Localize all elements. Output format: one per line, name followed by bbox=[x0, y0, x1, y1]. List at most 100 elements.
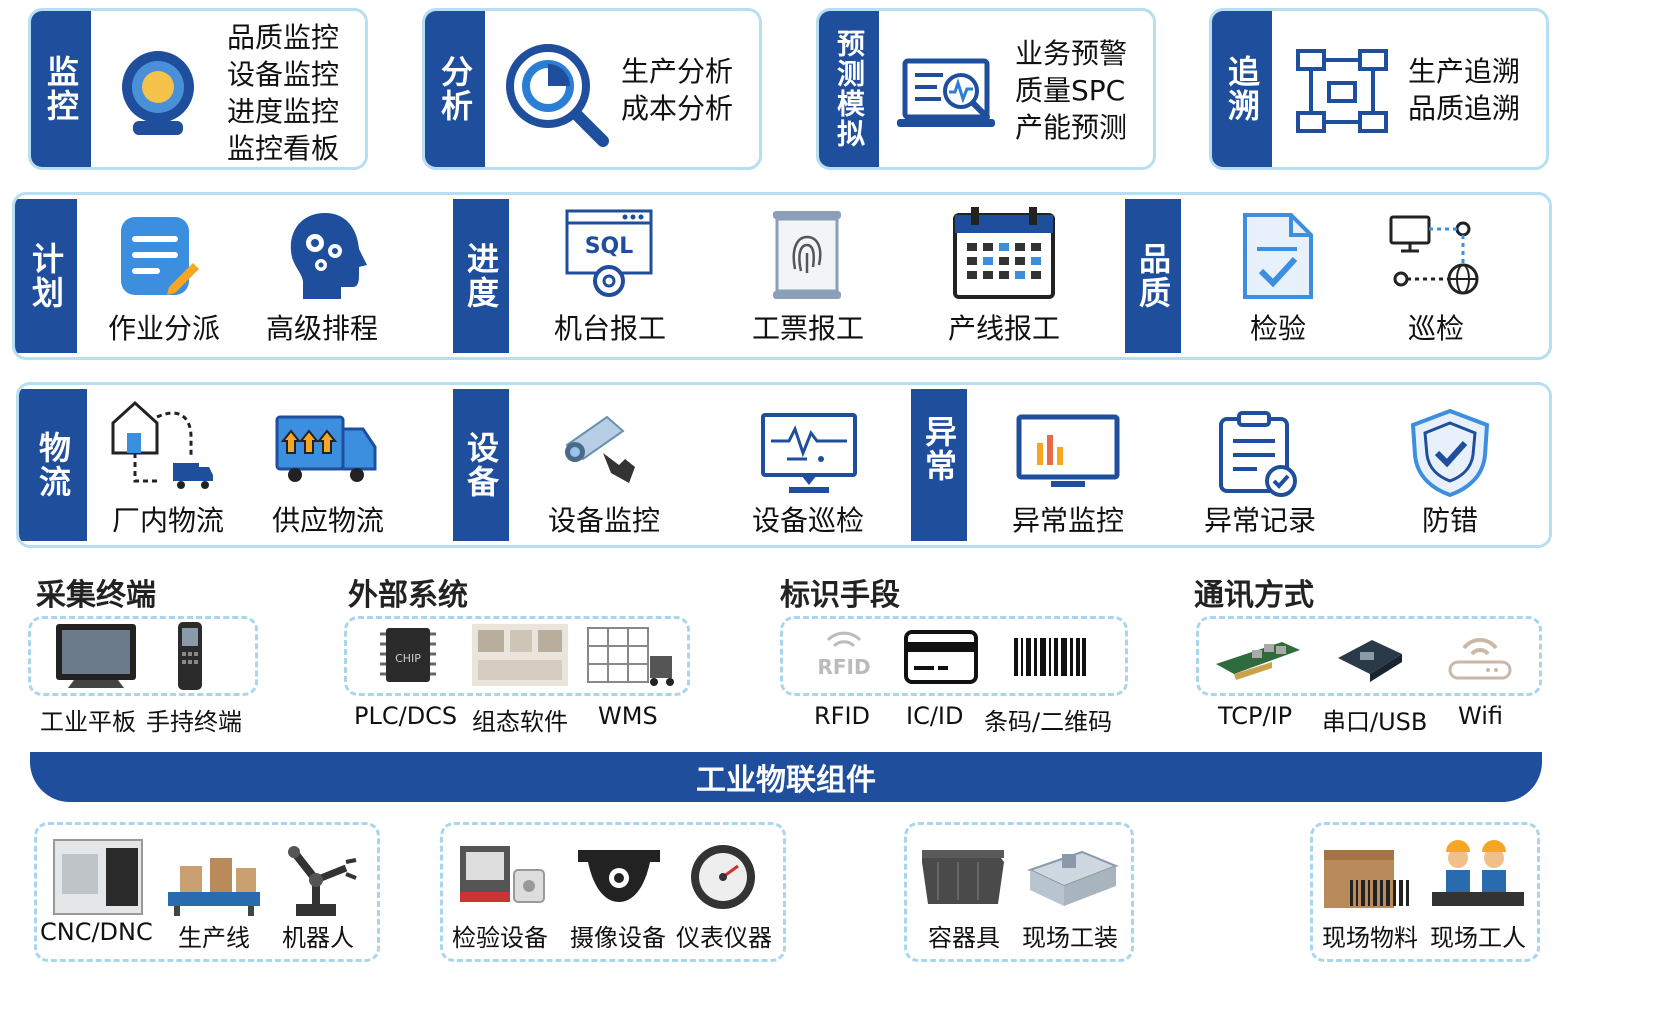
sql-gear-icon: SQL bbox=[563, 207, 655, 301]
group-plan-label: 计划 bbox=[15, 199, 77, 353]
caption-site-workers: 现场工人 bbox=[1430, 924, 1526, 952]
card-analysis-label: 分析 bbox=[425, 11, 485, 167]
analysis-line: 成本分析 bbox=[621, 92, 734, 125]
materials-icon bbox=[1320, 840, 1420, 912]
serial-usb-icon bbox=[1334, 632, 1406, 686]
forecast-line: 业务预警 bbox=[1015, 37, 1128, 70]
clipboard-check-icon bbox=[1217, 409, 1301, 499]
terminals-box bbox=[28, 616, 258, 696]
bottom-group-machines bbox=[34, 822, 380, 962]
checked-document-icon bbox=[1241, 211, 1315, 301]
caption-containers: 容器具 bbox=[928, 924, 1000, 952]
section-title-communication: 通讯方式 bbox=[1194, 578, 1314, 613]
identification-box bbox=[780, 616, 1128, 696]
monitor-chart-icon bbox=[1015, 413, 1121, 493]
caption-wifi: Wifi bbox=[1458, 702, 1503, 730]
inspection-device-icon bbox=[458, 840, 548, 906]
caption-instruments: 仪表仪器 bbox=[676, 924, 772, 952]
item-advanced-scheduling: 高级排程 bbox=[265, 312, 378, 345]
group-progress-label: 进度 bbox=[453, 199, 509, 353]
caption-rfid: RFID bbox=[814, 702, 871, 730]
communication-box bbox=[1196, 616, 1542, 696]
iot-components-bar: 工业物联组件 bbox=[30, 752, 1542, 802]
bottom-group-tooling bbox=[904, 822, 1134, 962]
group-exception-label: 异常 bbox=[911, 389, 967, 541]
monitor-line: 设备监控 bbox=[227, 58, 340, 91]
section-title-external: 外部系统 bbox=[348, 578, 468, 613]
shield-check-icon bbox=[1407, 407, 1493, 499]
card-analysis: 分析 生产分析 成本分析 bbox=[422, 8, 762, 170]
forecast-line: 质量SPC bbox=[1015, 74, 1126, 107]
barcode-icon bbox=[1012, 636, 1088, 678]
card-trace-lines: 生产追溯 品质追溯 bbox=[1408, 53, 1520, 127]
cnc-machine-icon bbox=[50, 834, 150, 918]
sql-text: SQL bbox=[585, 234, 634, 259]
item-inplant-logistics: 厂内物流 bbox=[111, 504, 224, 537]
card-trace-label: 追溯 bbox=[1212, 11, 1272, 167]
card-monitor-label: 监控 bbox=[31, 11, 91, 167]
group-quality-label: 品质 bbox=[1125, 199, 1181, 353]
bottom-group-materials-workers bbox=[1310, 822, 1540, 962]
fixture-icon bbox=[1022, 840, 1122, 912]
handheld-terminal-icon bbox=[172, 620, 208, 692]
delivery-truck-icon bbox=[275, 413, 379, 483]
card-analysis-lines: 生产分析 成本分析 bbox=[621, 53, 733, 127]
ic-card-icon bbox=[904, 630, 978, 684]
monitor-globe-icon bbox=[1389, 213, 1485, 299]
fingerprint-scroll-icon bbox=[767, 209, 847, 301]
container-icon bbox=[918, 844, 1008, 910]
caption-ic-id: IC/ID bbox=[906, 702, 964, 730]
magnifier-chart-icon bbox=[503, 41, 613, 151]
item-ticket-report: 工票报工 bbox=[751, 312, 864, 345]
item-supply-logistics: 供应物流 bbox=[271, 504, 384, 537]
item-exception-monitor: 异常监控 bbox=[1011, 504, 1124, 537]
item-error-proofing: 防错 bbox=[1421, 504, 1478, 537]
monitor-line: 品质监控 bbox=[227, 21, 340, 54]
warehouse-route-icon bbox=[109, 397, 219, 497]
security-camera-icon bbox=[559, 409, 639, 489]
caption-production-line: 生产线 bbox=[178, 924, 250, 952]
analysis-line: 生产分析 bbox=[621, 55, 734, 88]
card-monitor-lines: 品质监控 设备监控 进度监控 监控看板 bbox=[227, 19, 339, 167]
production-line-icon bbox=[166, 838, 262, 918]
caption-site-materials: 现场物料 bbox=[1322, 924, 1418, 952]
item-equipment-patrol: 设备巡检 bbox=[751, 504, 864, 537]
chip-text: CHIP bbox=[395, 652, 421, 665]
gauge-instrument-icon bbox=[688, 842, 758, 912]
tablet-icon bbox=[54, 622, 138, 690]
network-card-icon bbox=[1212, 634, 1304, 680]
external-systems-box bbox=[344, 616, 690, 696]
caption-cnc-dnc: CNC/DNC bbox=[40, 918, 153, 946]
wms-icon bbox=[584, 622, 680, 690]
webcam-icon bbox=[113, 47, 203, 137]
group-logistics-label: 物流 bbox=[19, 389, 87, 541]
forecast-line: 产能预测 bbox=[1015, 111, 1128, 144]
workers-icon bbox=[1428, 840, 1528, 910]
monitor-line: 进度监控 bbox=[227, 95, 340, 128]
trace-line: 生产追溯 bbox=[1408, 55, 1521, 88]
card-trace: 追溯 生产追溯 品质追溯 bbox=[1209, 8, 1549, 170]
caption-wms: WMS bbox=[598, 702, 658, 730]
configuration-software-icon bbox=[470, 622, 570, 688]
item-patrol: 巡检 bbox=[1407, 312, 1464, 345]
caption-plc-dcs: PLC/DCS bbox=[354, 702, 458, 730]
card-forecast-label: 预测模拟 bbox=[819, 11, 879, 167]
task-edit-icon bbox=[119, 213, 199, 303]
monitor-line: 监控看板 bbox=[227, 132, 340, 165]
monitor-pulse-icon bbox=[759, 411, 859, 497]
laptop-waveform-icon bbox=[895, 55, 1005, 139]
row-logistics-equipment-exception: 物流 厂内物流 供应物流 设备 bbox=[16, 382, 1552, 548]
bottom-group-devices bbox=[440, 822, 786, 962]
rfid-icon: RFID bbox=[812, 630, 876, 684]
caption-barcode-qr: 条码/二维码 bbox=[984, 708, 1113, 736]
card-forecast-lines: 业务预警 质量SPC 产能预测 bbox=[1015, 35, 1127, 146]
item-line-report: 产线报工 bbox=[947, 312, 1060, 345]
caption-fixtures: 现场工装 bbox=[1022, 924, 1118, 952]
calendar-icon bbox=[951, 205, 1057, 301]
item-inspection: 检验 bbox=[1249, 312, 1306, 345]
caption-tcp-ip: TCP/IP bbox=[1218, 702, 1293, 730]
card-monitor: 监控 品质监控 设备监控 进度监控 监控看板 bbox=[28, 8, 368, 170]
rfid-text: RFID bbox=[817, 655, 870, 679]
item-task-dispatch: 作业分派 bbox=[107, 312, 220, 345]
robot-arm-icon bbox=[276, 838, 360, 918]
